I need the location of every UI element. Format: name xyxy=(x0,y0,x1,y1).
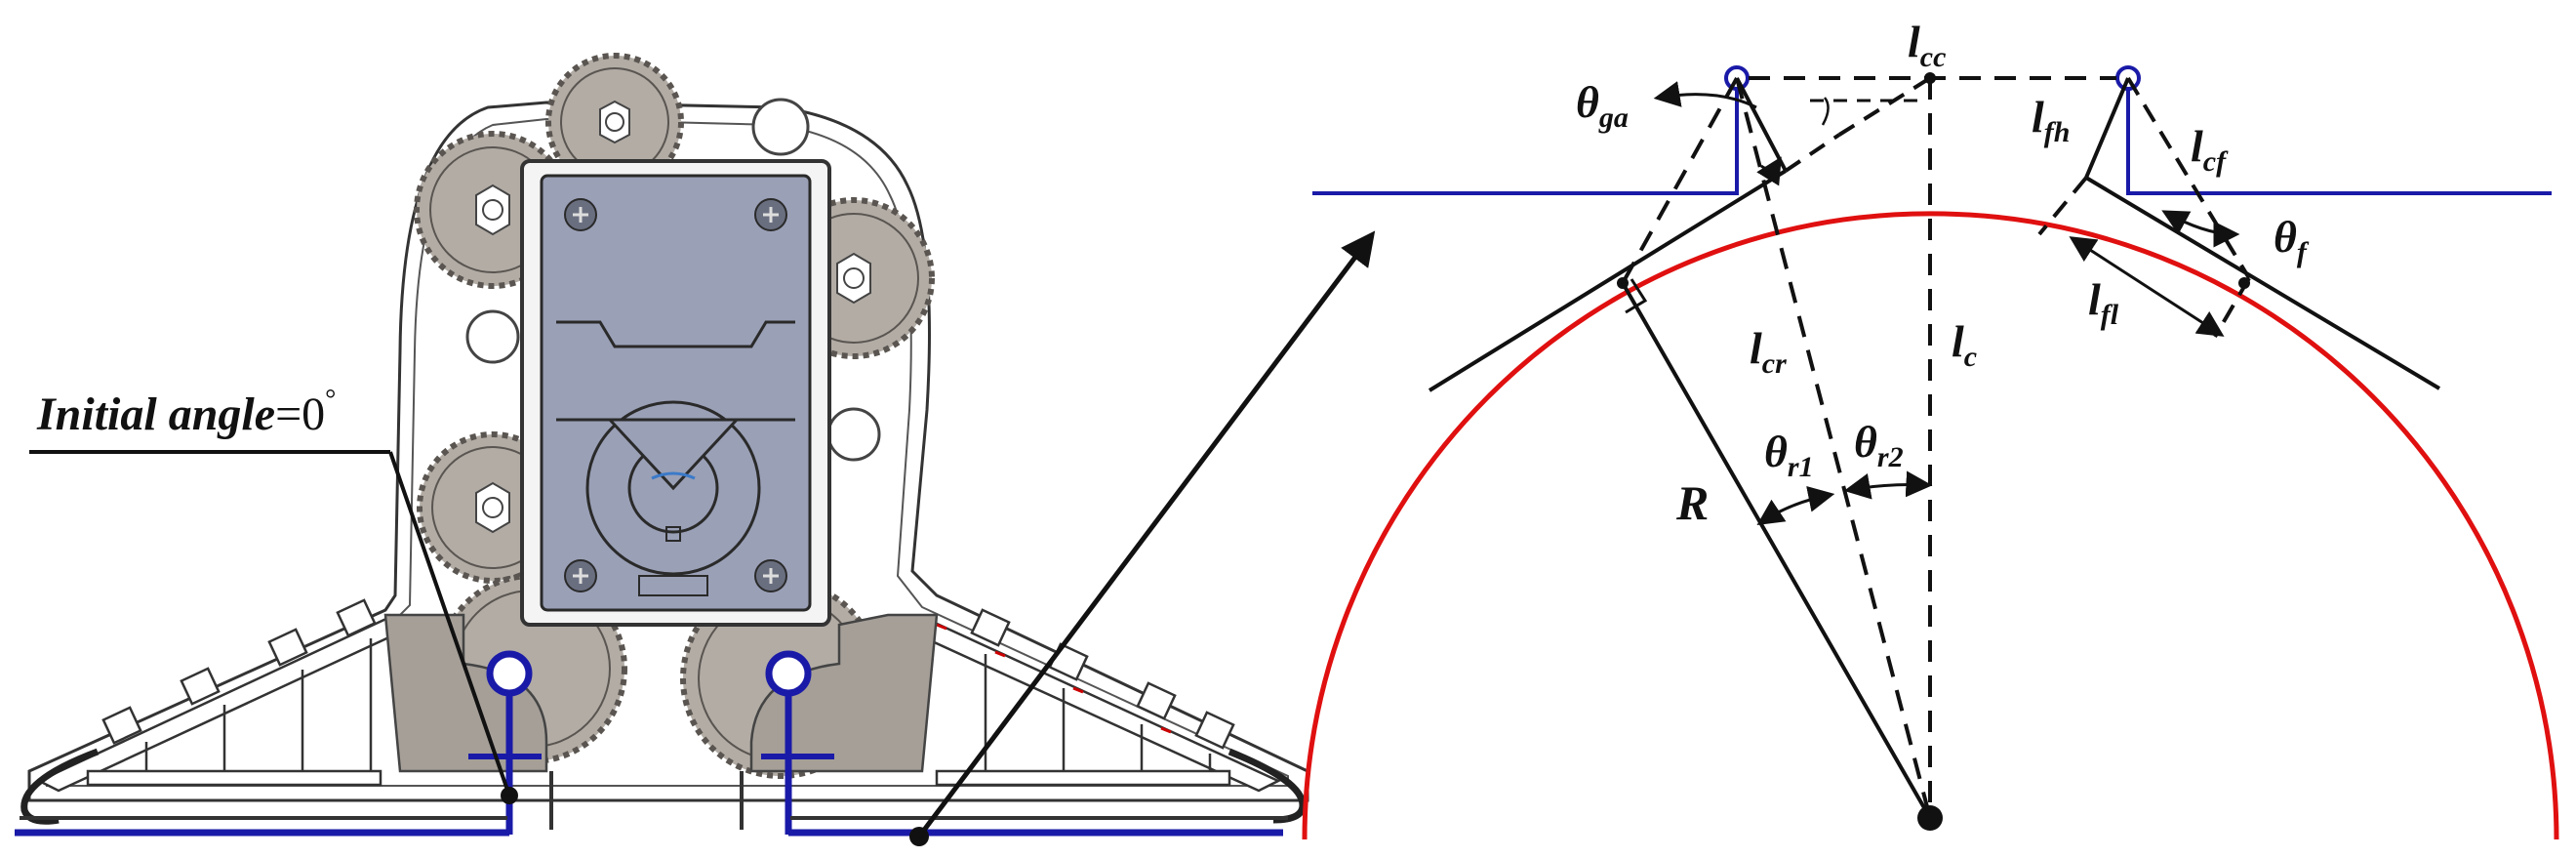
pivot-hole xyxy=(751,98,810,156)
theta-ga-arc xyxy=(1653,81,1757,109)
geometry-diagram: lcc θga lfh lcf θf lfl lcr lc θr1 θr2 R xyxy=(1302,17,2559,840)
theta-r2-arc xyxy=(1843,470,1933,500)
blue-linkage-right xyxy=(761,650,1283,837)
left-fingertip xyxy=(20,748,100,825)
label-theta-r2: θr2 xyxy=(1854,417,1904,473)
left-finger xyxy=(36,598,397,793)
servo-motor xyxy=(520,159,831,627)
l-fl-arrow xyxy=(2069,236,2225,337)
pivot-hole xyxy=(826,407,881,462)
label-l-cc: lcc xyxy=(1908,17,1946,73)
label-theta-ga: θga xyxy=(1576,77,1629,134)
label-R: R xyxy=(1675,475,1709,530)
right-finger xyxy=(915,608,1281,793)
label-l-c: lc xyxy=(1952,316,1977,373)
label-l-cr: lcr xyxy=(1750,323,1787,380)
right-fingertip xyxy=(1228,748,1307,824)
left-link-profile xyxy=(1312,78,1739,195)
label-l-fl: lfl xyxy=(2088,274,2119,331)
right-link-profile xyxy=(2126,78,2552,195)
label-l-fh: lfh xyxy=(2032,92,2070,148)
pivot-hole xyxy=(465,309,520,364)
initial-angle-label: Initial angle=0° xyxy=(36,385,336,440)
radius-R-line xyxy=(1621,282,1932,819)
right-bracket xyxy=(749,613,939,773)
blue-linkage-left xyxy=(15,650,542,837)
initial-angle-callout: Initial angle=0° xyxy=(29,385,511,797)
l-cr-dashed xyxy=(1735,77,1932,819)
contact-circle-arc xyxy=(1302,211,2559,840)
label-l-cf: lcf xyxy=(2191,121,2229,178)
gripper-mechanism xyxy=(15,53,1309,846)
theta-f-arc xyxy=(2161,210,2240,248)
label-theta-f: θf xyxy=(2274,212,2310,268)
label-theta-r1: θr1 xyxy=(1764,427,1814,483)
left-tangent-line xyxy=(1428,169,1788,392)
right-tangent-line xyxy=(2084,176,2441,390)
right-angle-mark xyxy=(1625,278,1648,314)
gear-top xyxy=(545,53,684,191)
zoom-arrow xyxy=(917,230,1376,838)
theta-r1-arc xyxy=(1756,486,1835,525)
